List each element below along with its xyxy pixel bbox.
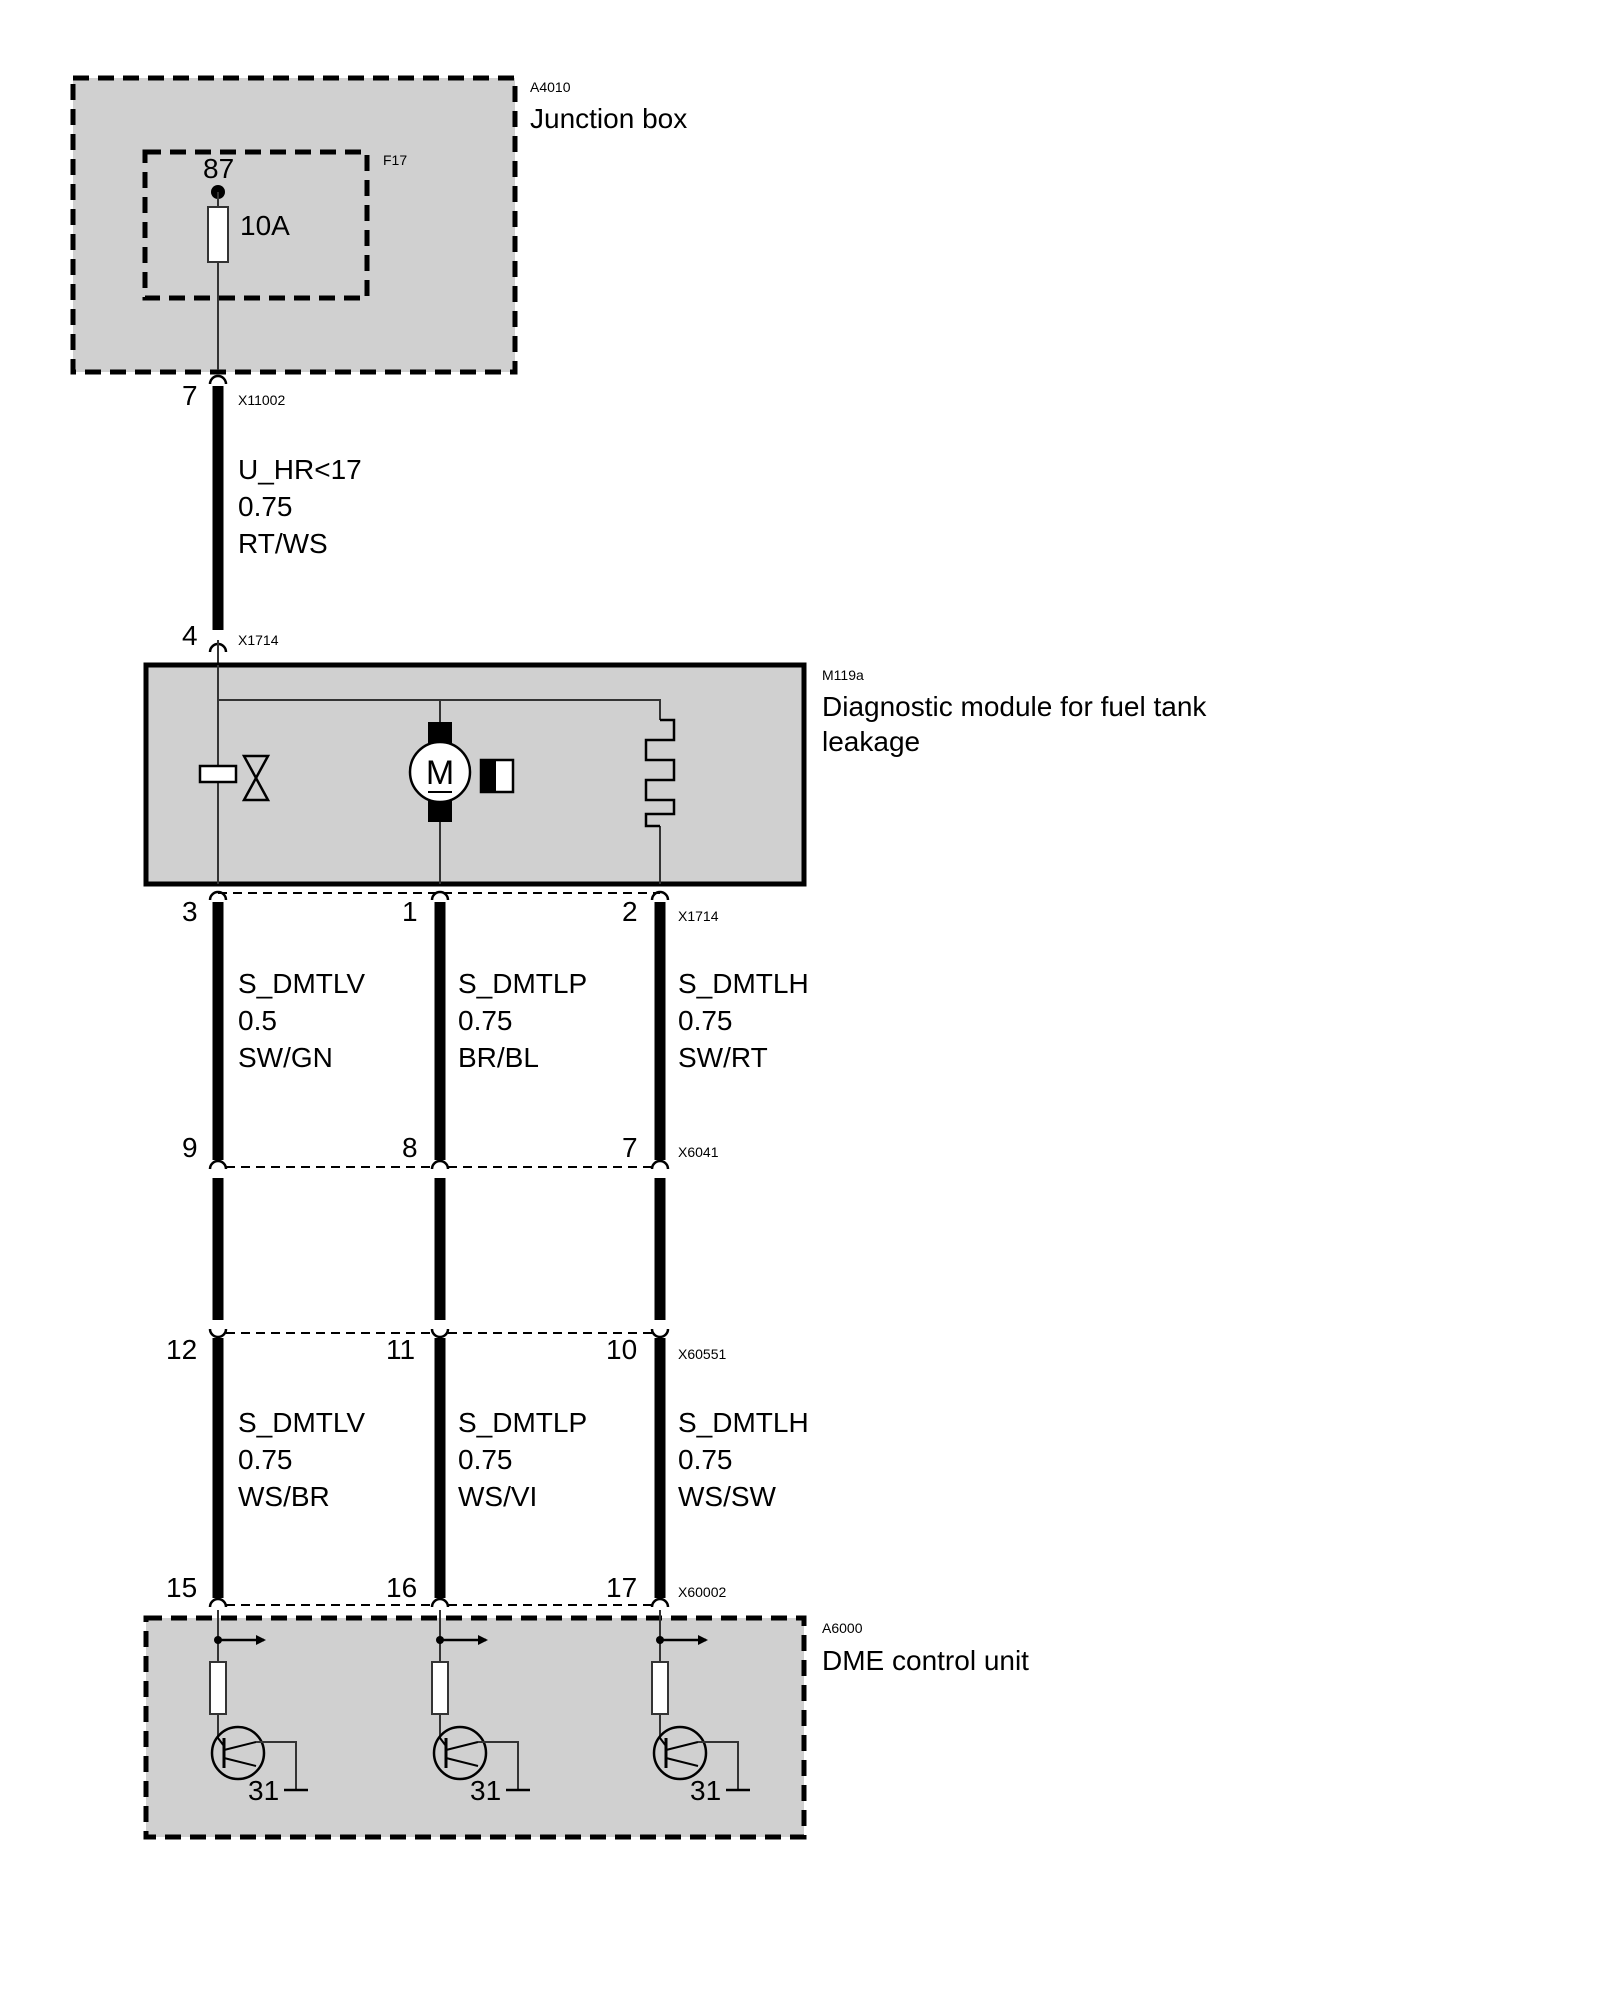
upper-wires: S_DMTLV 0.5 SW/GN S_DMTLP 0.75 BR/BL S_D… [212,902,809,1160]
connector-x6041-pin-a: 9 [182,1132,198,1163]
motor-symbol: M [426,754,454,792]
ground-label: 31 [690,1775,721,1806]
transistor-icon [432,1725,488,1781]
wire-lower-signal: S_DMTLH [678,1407,809,1438]
wire-upper-gauge: 0.75 [458,1005,513,1036]
connector-x60551-pin-c: 10 [606,1334,637,1365]
connector-x60002-pin-a: 15 [166,1572,197,1603]
connector-x60551: 12 11 10 X60551 [166,1328,726,1365]
wire-upper-color: SW/RT [678,1042,768,1073]
connector-x1714-pin-c: 2 [622,896,638,927]
connector-x60002-pin-c: 17 [606,1572,637,1603]
dmtl-module: M M119a Diagnostic module for fuel tank … [143,662,1207,887]
transistor-icon [210,1725,266,1781]
fuse-f17-outline [142,149,370,301]
fuse-terminal-label: 87 [203,153,234,184]
connector-x11002-id: X11002 [238,392,285,408]
middle-wires [212,1178,666,1320]
dmtl-module-id: M119a [822,667,864,683]
motor-icon: M [408,722,515,822]
wire-upper-signal: S_DMTLP [458,968,587,999]
resistor-icon [431,1661,449,1715]
wire-upper-signal: S_DMTLV [238,968,365,999]
connector-x6041: 9 8 7 X6041 [182,1132,719,1170]
wire-lower-color: WS/VI [458,1481,537,1512]
transistor-icon [652,1725,708,1781]
dme-name: DME control unit [822,1645,1029,1676]
ground-label: 31 [470,1775,501,1806]
wire-lower-color: WS/BR [238,1481,330,1512]
connector-x1714-pin-b: 1 [402,896,418,927]
connector-x60002: 15 16 17 X60002 [166,1572,726,1608]
output-stage: 31 [209,1610,308,1806]
connector-x6041-id: X6041 [678,1144,719,1160]
dmtl-module-name-line1: Diagnostic module for fuel tank [822,691,1207,722]
fuse-rating: 10A [240,210,290,241]
wire-lower-gauge: 0.75 [458,1444,513,1475]
connector-x1714-pin-a: 3 [182,896,198,927]
junction-box-outline [70,75,518,375]
connector-x1714-bottom: 3 1 2 X1714 [182,890,719,927]
connector-x6041-pin-c: 7 [622,1132,638,1163]
junction-box-name: Junction box [530,103,687,134]
wire-upper-signal: S_DMTLH [678,968,809,999]
dmtl-module-name-line2: leakage [822,726,920,757]
dme-control-unit: A6000 DME control unit 31 [143,1610,1029,1840]
supply-wire-color: RT/WS [238,528,328,559]
resistor-icon [209,1661,227,1715]
wire-upper-gauge: 0.5 [238,1005,277,1036]
junction-box-id: A4010 [530,79,571,95]
wire-lower-signal: S_DMTLP [458,1407,587,1438]
wire-upper-color: SW/GN [238,1042,333,1073]
wire-upper-color: BR/BL [458,1042,539,1073]
dmtl-module-outline [143,662,807,887]
connector-x60002-id: X60002 [678,1584,726,1600]
connector-x11002-symbol [208,374,228,385]
connector-x60002-pin-b: 16 [386,1572,417,1603]
connector-x1714-top-id: X1714 [238,632,279,648]
wire-lower-gauge: 0.75 [238,1444,293,1475]
wire-lower-gauge: 0.75 [678,1444,733,1475]
supply-wire-gauge: 0.75 [238,491,293,522]
wire-lower-signal: S_DMTLV [238,1407,365,1438]
connector-x11002-pin: 7 [182,380,198,411]
ground-label: 31 [248,1775,279,1806]
fuse-icon [207,206,229,263]
wire-lower-color: WS/SW [678,1481,777,1512]
connector-x60551-pin-b: 11 [386,1334,415,1365]
connector-x60551-pin-a: 12 [166,1334,197,1365]
output-stage: 31 [431,1610,530,1806]
output-stage: 31 [651,1610,750,1806]
connector-x6041-pin-b: 8 [402,1132,418,1163]
junction-box: A4010 Junction box F17 87 10A [70,75,687,375]
supply-wire-signal: U_HR<17 [238,454,362,485]
dme-id: A6000 [822,1620,863,1636]
wire-upper-gauge: 0.75 [678,1005,733,1036]
fuse-id: F17 [383,152,407,168]
valve-icon [198,754,271,802]
resistor-icon [651,1661,669,1715]
dme-outline [143,1615,807,1840]
connector-x1714-bottom-id: X1714 [678,908,719,924]
connector-x1714-top-pin: 4 [182,620,198,651]
lower-wires: S_DMTLV 0.75 WS/BR S_DMTLP 0.75 WS/VI S_… [212,1338,809,1598]
connector-x60551-id: X60551 [678,1346,726,1362]
heater-icon [644,718,676,828]
supply-wire-section: 7 X11002 U_HR<17 0.75 RT/WS 4 X1714 [182,374,362,665]
